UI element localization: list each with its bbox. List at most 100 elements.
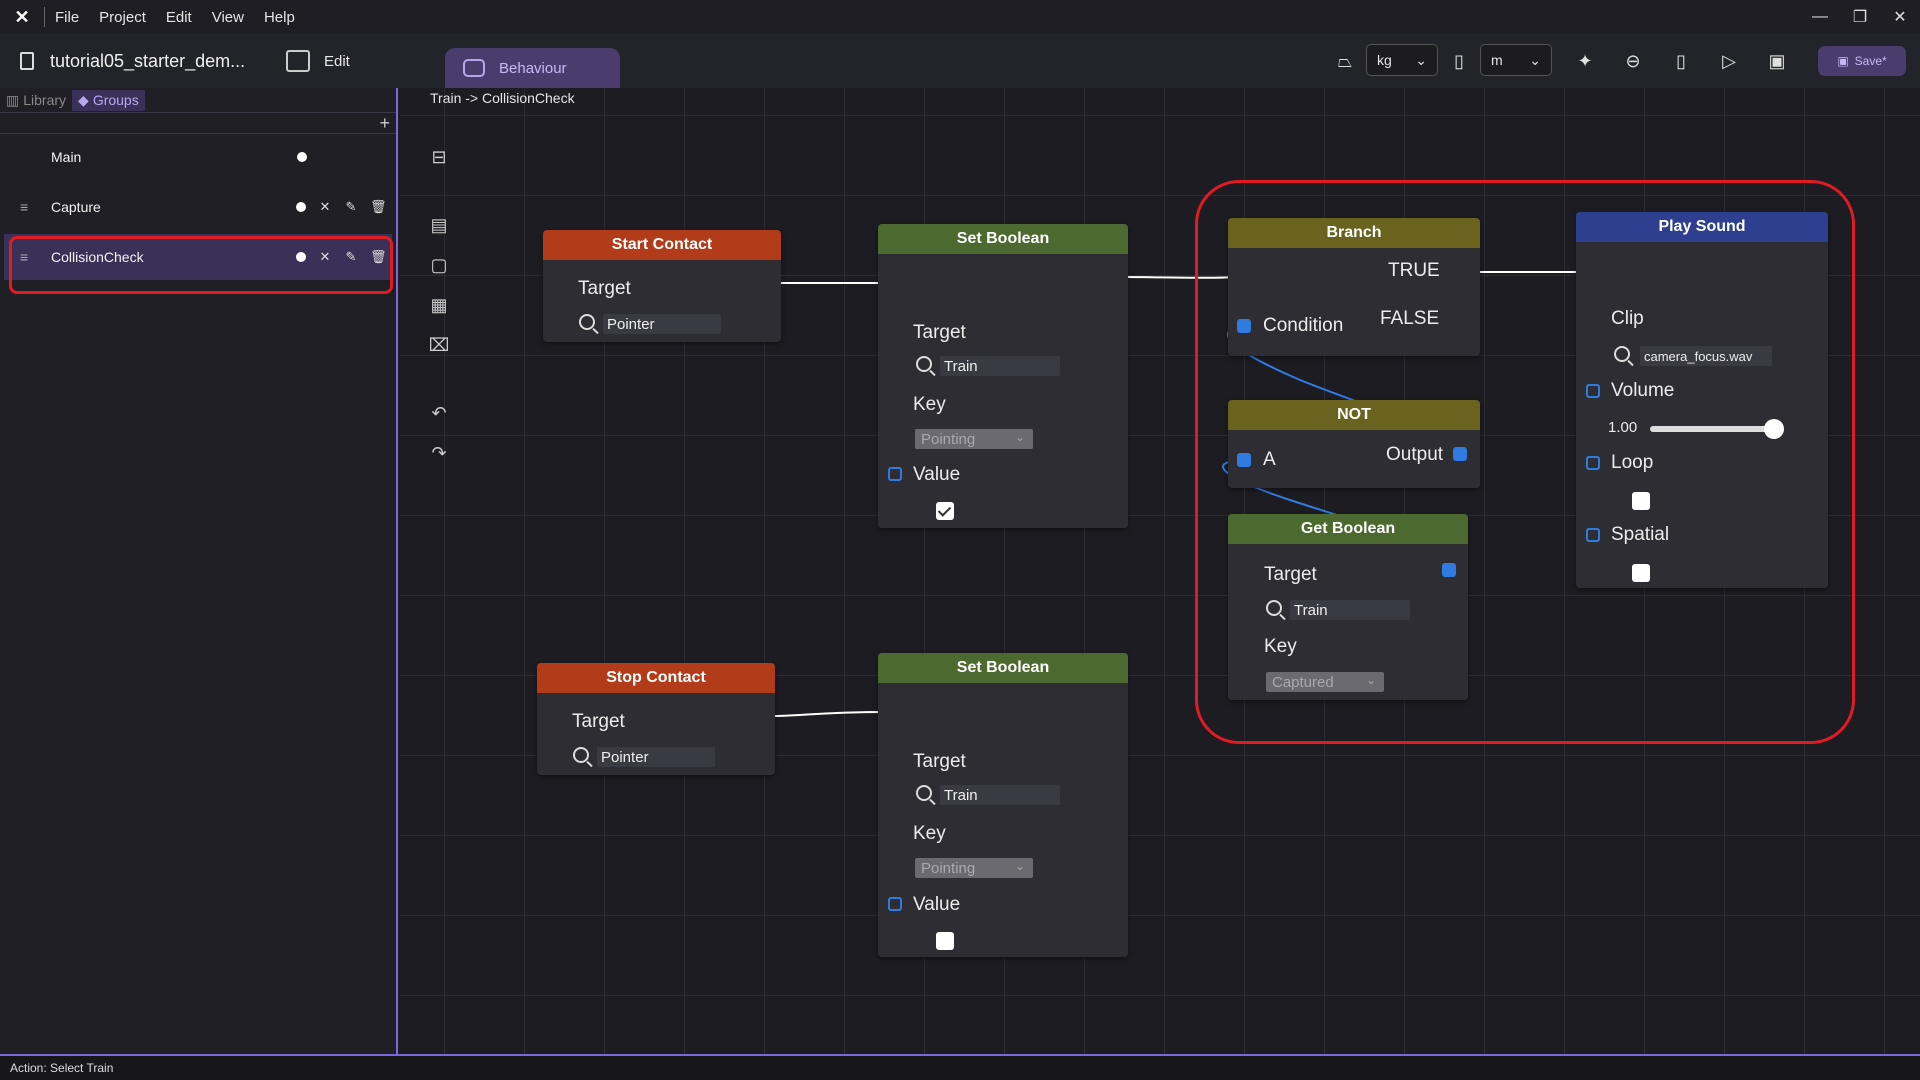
key-dropdown[interactable]: Pointing ⌄ — [915, 858, 1033, 878]
key-value: Captured — [1272, 673, 1334, 691]
group-name: Capture — [51, 199, 101, 215]
data-pin-icon[interactable] — [1442, 563, 1456, 577]
menu-help[interactable]: Help — [263, 8, 295, 26]
key-dropdown[interactable]: Pointing ⌄ — [915, 429, 1033, 449]
set-boolean-node[interactable]: Set Boolean Target Train Key Pointing ⌄ … — [878, 224, 1128, 528]
restore-icon[interactable]: ❐ — [1852, 9, 1868, 26]
volume-slider-handle[interactable] — [1764, 419, 1784, 439]
target-field[interactable]: Train — [940, 785, 1060, 805]
drag-handle-icon[interactable]: ≡ — [20, 249, 29, 265]
start-contact-node[interactable]: Start Contact Target Pointer — [543, 230, 781, 342]
data-pin-icon[interactable] — [1586, 456, 1600, 470]
key-dropdown[interactable]: Captured ⌄ — [1266, 672, 1384, 692]
paste-icon[interactable]: ▦ — [430, 294, 448, 315]
close-icon[interactable]: ✕ — [1893, 9, 1907, 26]
menu-edit[interactable]: Edit — [165, 8, 192, 26]
highlight-box — [9, 236, 393, 294]
group-item-collisioncheck[interactable]: ≡ CollisionCheck ✕ ✎ 🗑 — [4, 234, 392, 280]
get-boolean-node[interactable]: Get Boolean Target Train Key Captured ⌄ — [1228, 514, 1468, 700]
menu-file[interactable]: File — [55, 8, 80, 26]
value-checkbox[interactable] — [936, 502, 954, 520]
target-field[interactable]: Pointer — [597, 747, 715, 767]
key-label: Key — [913, 394, 946, 415]
search-icon — [1614, 346, 1630, 362]
chevron-down-icon: ⌄ — [1014, 859, 1025, 873]
tab-behaviour[interactable]: Behaviour — [445, 48, 620, 88]
key-label: Key — [1264, 636, 1297, 657]
save-file-icon[interactable]: ▣ — [1768, 50, 1786, 71]
sparkle-icon[interactable]: ✦ — [1577, 50, 1593, 71]
tab-groups[interactable]: ◆ Groups — [72, 89, 145, 111]
pencil-icon[interactable]: ✎ — [345, 249, 357, 264]
title-bar: ✕ File Project Edit View Help — ❐ ✕ — [0, 0, 1920, 34]
group-item-main[interactable]: Main — [4, 134, 392, 180]
search-icon — [573, 747, 589, 763]
project-title[interactable]: tutorial05_starter_dem... — [20, 34, 245, 88]
save-label: Save* — [1854, 54, 1887, 68]
tab-library[interactable]: ▥ Library — [0, 90, 72, 111]
play-icon[interactable]: ▷ — [1722, 50, 1736, 71]
length-unit-select[interactable]: m ⌄ — [1480, 44, 1552, 76]
remove-icon[interactable]: ✕ — [319, 249, 331, 264]
key-label: Key — [913, 823, 946, 844]
add-group-button[interactable]: + — [379, 113, 390, 133]
search-icon — [1266, 600, 1282, 616]
minimize-icon[interactable]: — — [1812, 8, 1828, 25]
loop-checkbox[interactable] — [1632, 492, 1650, 510]
delete-icon[interactable]: ⌧ — [428, 334, 450, 355]
data-pin-icon[interactable] — [888, 897, 902, 911]
drag-handle-icon[interactable]: ≡ — [20, 199, 29, 215]
ruler-icon: ▯ — [1454, 50, 1464, 71]
search-icon — [916, 356, 932, 372]
data-pin-icon[interactable] — [1586, 384, 1600, 398]
menu-view[interactable]: View — [211, 8, 244, 26]
save-button[interactable]: ▣ Save* — [1818, 46, 1906, 76]
false-label: FALSE — [1380, 308, 1440, 329]
mass-unit-select[interactable]: kg ⌄ — [1366, 44, 1438, 76]
redo-icon[interactable]: ↷ — [431, 442, 447, 463]
copy-icon[interactable]: ▢ — [430, 254, 448, 275]
groups-toolbar: + — [0, 112, 396, 134]
target-field[interactable]: Pointer — [603, 314, 721, 334]
not-node[interactable]: NOT A Output — [1228, 400, 1480, 488]
data-pin-icon[interactable] — [888, 467, 902, 481]
trash-icon[interactable]: 🗑 — [370, 199, 387, 214]
branch-node[interactable]: Branch TRUE FALSE Condition — [1228, 218, 1480, 356]
trash-icon[interactable]: 🗑 — [370, 249, 387, 264]
mobile-device-icon[interactable]: ▯ — [1676, 50, 1686, 71]
vr-headset-icon[interactable]: ⊖ — [1625, 50, 1641, 71]
clip-field[interactable]: camera_focus.wav — [1640, 346, 1772, 366]
target-label: Target — [1264, 564, 1317, 585]
frame-icon[interactable]: ⊟ — [431, 146, 447, 167]
active-dot-icon[interactable] — [296, 252, 306, 262]
active-dot-icon[interactable] — [296, 202, 306, 212]
data-pin-icon[interactable] — [1586, 528, 1600, 542]
tab-library-label: Library — [23, 92, 67, 108]
remove-icon[interactable]: ✕ — [319, 199, 331, 214]
group-item-capture[interactable]: ≡ Capture ✕ ✎ 🗑 — [4, 184, 392, 230]
active-dot-icon[interactable] — [297, 152, 307, 162]
volume-slider[interactable] — [1650, 426, 1774, 432]
menu-project[interactable]: Project — [99, 8, 146, 26]
undo-icon[interactable]: ↶ — [431, 402, 447, 423]
target-field[interactable]: Train — [940, 356, 1060, 376]
stop-contact-node[interactable]: Stop Contact Target Pointer — [537, 663, 775, 775]
document-icon[interactable]: ▤ — [430, 214, 448, 235]
pencil-icon[interactable]: ✎ — [345, 199, 357, 214]
node-title: Stop Contact — [537, 663, 775, 693]
data-pin-icon[interactable] — [1237, 453, 1251, 467]
target-field[interactable]: Train — [1290, 600, 1410, 620]
highlight-box — [1195, 180, 1855, 744]
data-pin-icon[interactable] — [1237, 319, 1251, 333]
true-label: TRUE — [1388, 260, 1440, 281]
set-boolean-node[interactable]: Set Boolean Target Train Key Pointing ⌄ … — [878, 653, 1128, 957]
condition-label: Condition — [1263, 315, 1344, 336]
spatial-checkbox[interactable] — [1632, 564, 1650, 582]
length-unit-value: m — [1491, 52, 1503, 68]
data-pin-icon[interactable] — [1453, 447, 1467, 461]
target-label: Target — [913, 322, 966, 343]
value-checkbox[interactable] — [936, 932, 954, 950]
play-sound-node[interactable]: Play Sound Clip camera_focus.wav Volume … — [1576, 212, 1828, 588]
node-title: NOT — [1228, 400, 1480, 430]
edit-button[interactable]: Edit — [286, 34, 350, 88]
